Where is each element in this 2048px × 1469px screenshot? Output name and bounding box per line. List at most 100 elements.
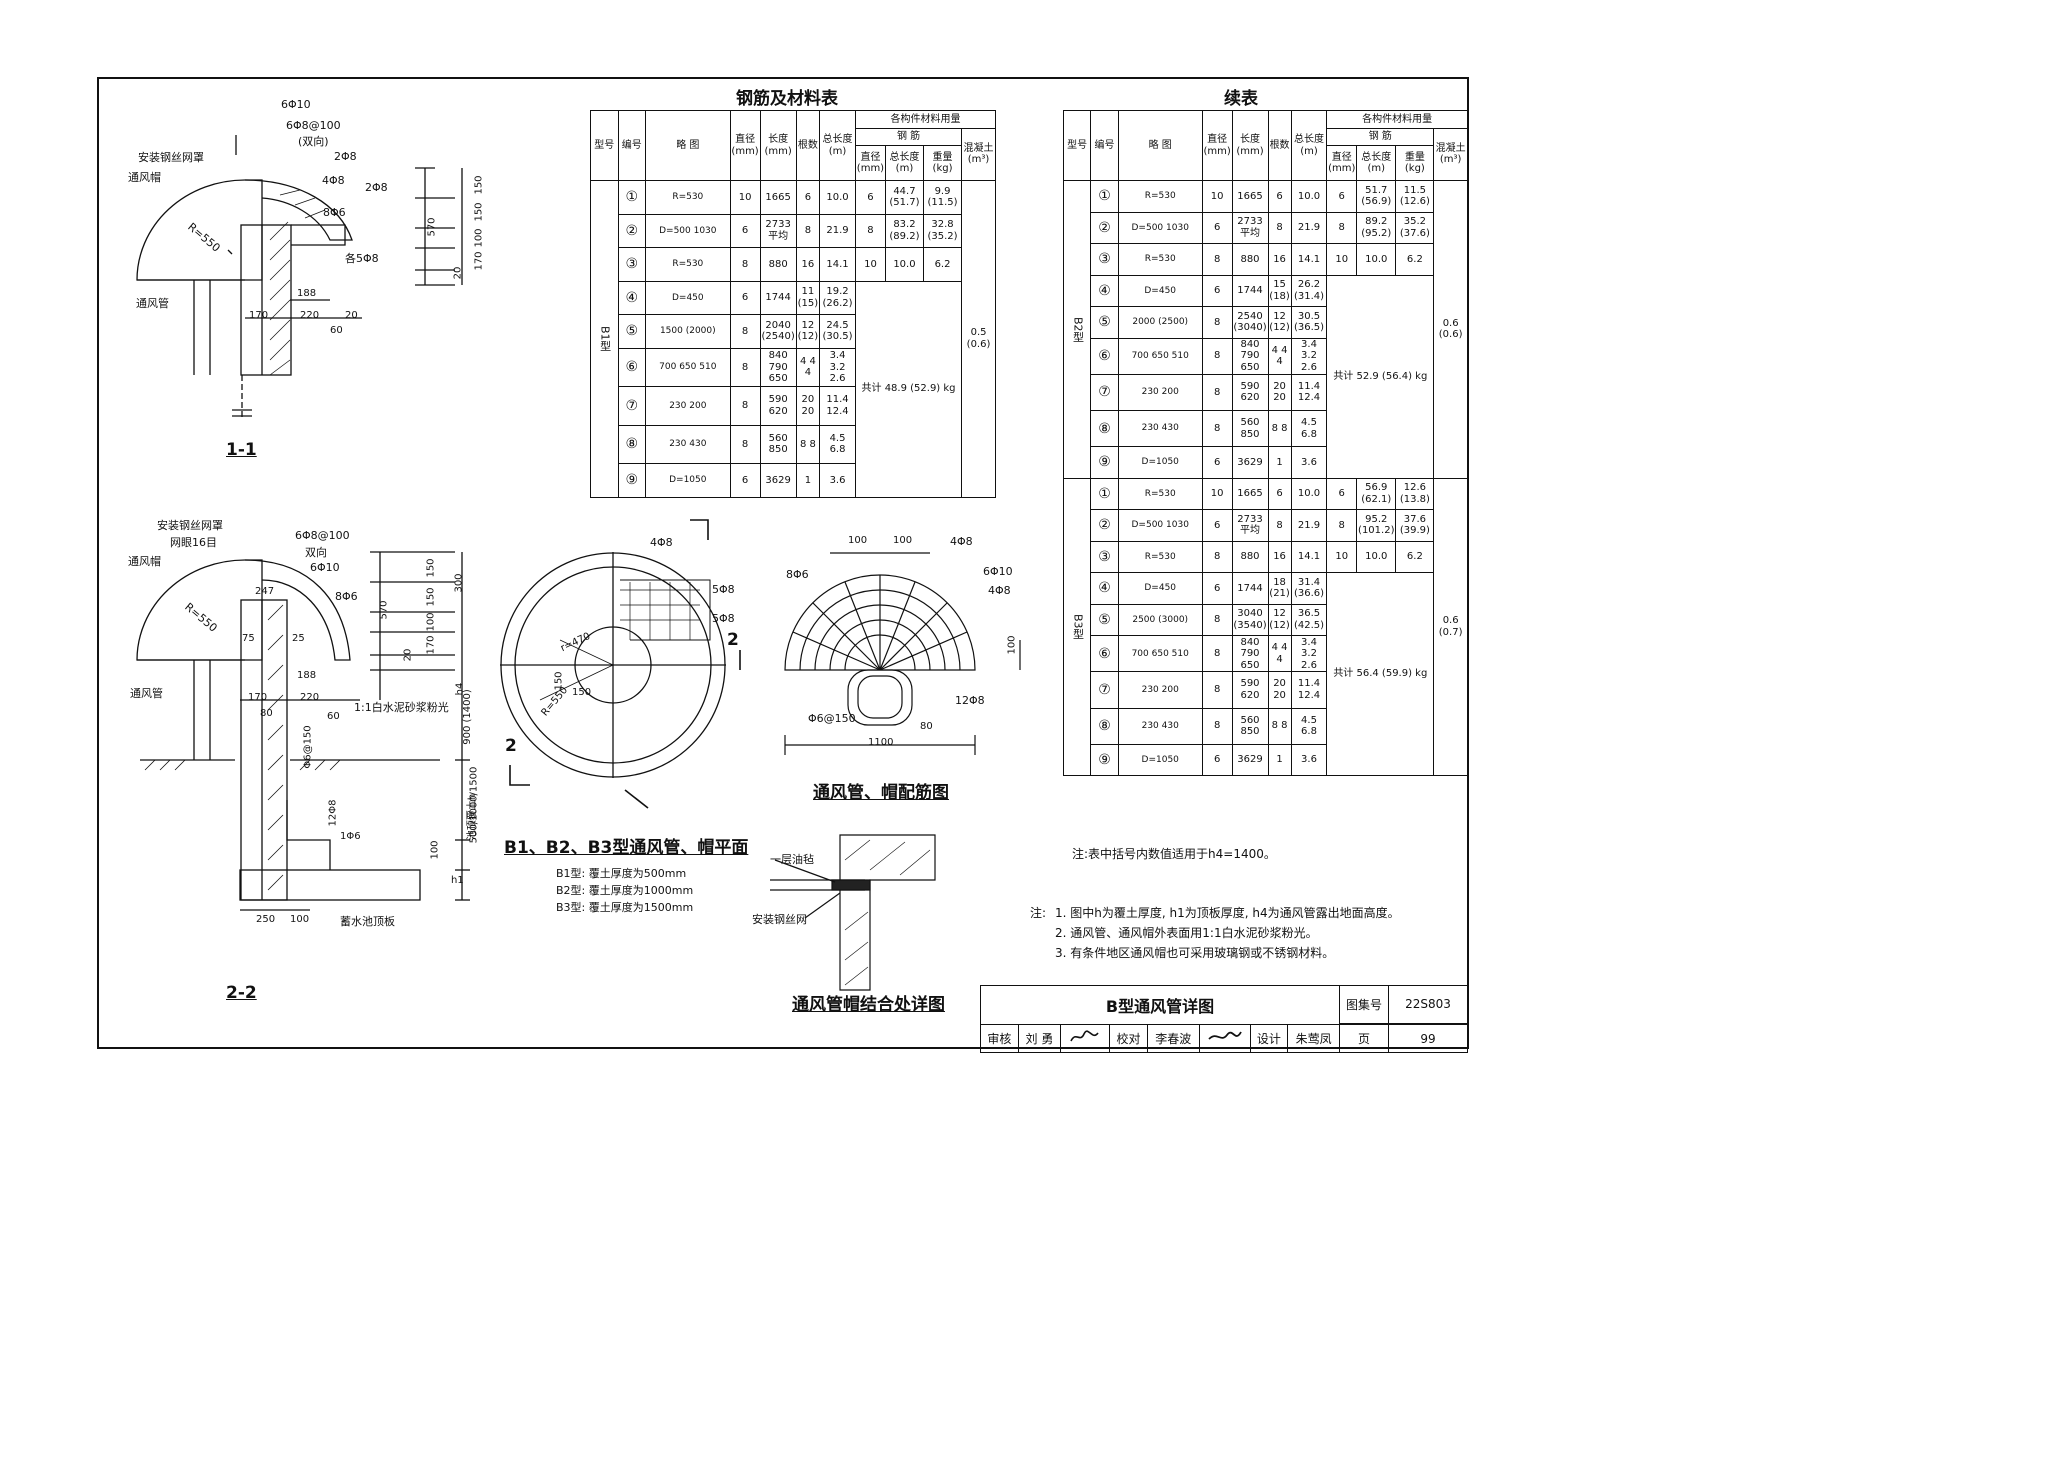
notes-label: 注: [1030, 906, 1047, 920]
total-cell: 19.2 (26.2) [819, 280, 856, 315]
header-dia: 直径 (mm) [729, 110, 761, 181]
total-cell: 4.5 6.8 [1290, 707, 1328, 745]
header-steel-dia: 直径 (mm) [1326, 145, 1358, 181]
sketch-cell: 2000 (2500) [1117, 306, 1203, 339]
label-vent-pipe: 通风管 [136, 297, 169, 310]
label-vent-pipe-2: 通风管 [130, 687, 163, 700]
sketch-cell: R=530 [1117, 180, 1203, 213]
type-cell: B3型 [1062, 477, 1092, 777]
header-count: 根数 [1267, 110, 1292, 181]
rebar-callout-12phi8: 12Φ8 [955, 694, 985, 707]
plan-callout-5phi8a: 5Φ8 [712, 583, 735, 596]
steel-len-cell: 44.7 (51.7) [884, 180, 924, 215]
rebar-callout-4phi8b: 4Φ8 [988, 584, 1011, 597]
dim-170: 170 [473, 251, 485, 271]
count-cell: 8 [1267, 509, 1292, 542]
total-cell: 3.6 [1290, 446, 1328, 479]
total-cell: 4.5 6.8 [819, 424, 856, 465]
table-note: 注:表中括号内数值适用于h4=1400。 [1072, 847, 1276, 861]
weight-cell: 12.6 (13.8) [1395, 477, 1435, 511]
length-cell: 590 620 [759, 386, 797, 426]
sketch-cell: 230 200 [1117, 671, 1203, 709]
total-cell: 3.6 [1290, 743, 1328, 777]
sketch-cell: D=450 [1117, 274, 1203, 307]
sketch-cell: D=1050 [1117, 743, 1203, 777]
rebar-drawing [784, 552, 1021, 755]
total-cell: 31.4 (36.6) [1290, 572, 1328, 605]
total-cell: 30.5 (36.5) [1290, 306, 1328, 339]
joint-label-felt: 一层油毡 [770, 853, 814, 866]
length-cell: 880 [1231, 243, 1269, 276]
header-dia: 直径 (mm) [1201, 110, 1233, 181]
plan-cut-mark-a: 2 [727, 630, 739, 650]
reviewer-signature [1060, 1024, 1111, 1053]
total-cell: 14.1 [819, 247, 856, 282]
total-cell: 3.4 3.2 2.6 [1290, 635, 1328, 673]
rebar-callout-8phi6: 8Φ6 [786, 568, 809, 581]
section-2-2-label: 2-2 [226, 983, 257, 1003]
sketch-cell: R=530 [645, 180, 731, 215]
dia-cell: 8 [1201, 603, 1233, 637]
callout-2phi8: 2Φ8 [334, 150, 357, 163]
sketch-cell: 700 650 510 [645, 347, 731, 388]
dia-cell: 6 [729, 463, 761, 498]
dia-cell: 8 [729, 386, 761, 426]
total-cell: 10.0 [819, 180, 856, 215]
callout-1phi6: 1Φ6 [340, 831, 361, 842]
dim-2-100h: 100 [290, 914, 310, 925]
row-number: ③ [617, 247, 646, 282]
sketch-cell: R=530 [645, 247, 731, 282]
dim-2-80: 80 [260, 708, 273, 719]
row-number: ④ [1090, 572, 1119, 605]
type-cell: B1型 [590, 180, 619, 498]
rebar-callout-4phi8a: 4Φ8 [950, 535, 973, 548]
dim-570: 570 [426, 217, 438, 237]
count-cell: 16 [1267, 540, 1292, 574]
note-2: 2. 通风管、通风帽外表面用1:1白水泥砂浆粉光。 [1055, 926, 1318, 940]
row-number: ⑦ [1090, 671, 1119, 709]
row-number: ② [1090, 509, 1119, 542]
rebar-title: 通风管、帽配筋图 [813, 783, 949, 803]
sketch-cell: D=500 1030 [1117, 509, 1203, 542]
row-number: ⑤ [1090, 603, 1119, 637]
total-cell: 3.4 3.2 2.6 [1290, 337, 1328, 375]
total-cell: 11.4 12.4 [819, 386, 856, 426]
header-usage: 各构件材料用量 [855, 110, 996, 129]
dia-cell: 6 [1201, 572, 1233, 605]
length-cell: 3629 [1231, 743, 1269, 777]
joint-label-mesh: 安装钢丝网 [752, 913, 807, 926]
drawing-linework [97, 77, 1469, 1049]
section-1-1-label: 1-1 [226, 440, 257, 460]
callout-phi6-150: Φ6@150 [302, 725, 314, 769]
dia-cell: 6 [1201, 509, 1233, 542]
header-len: 长度 (mm) [759, 110, 797, 181]
length-cell: 590 620 [1231, 373, 1269, 411]
row-number: ② [617, 213, 646, 248]
callout-4phi8: 4Φ8 [322, 174, 345, 187]
length-cell: 1665 [1231, 180, 1269, 213]
row-number: ⑨ [1090, 743, 1119, 777]
steel-len-cell: 95.2 (101.2) [1356, 509, 1397, 542]
plan-drawing [500, 519, 741, 809]
total-cell: 11.4 12.4 [1290, 671, 1328, 709]
sketch-cell: 230 200 [645, 386, 731, 426]
review-label: 审核 [980, 1024, 1019, 1053]
dia-cell: 8 [729, 314, 761, 349]
header-steel-len: 总长度 (m) [884, 145, 924, 181]
rebar-dim-100v: 100 [1006, 635, 1018, 655]
total-cell: 14.1 [1290, 540, 1328, 574]
dia-cell: 8 [729, 247, 761, 282]
header-steel: 钢 筋 [1326, 127, 1435, 146]
